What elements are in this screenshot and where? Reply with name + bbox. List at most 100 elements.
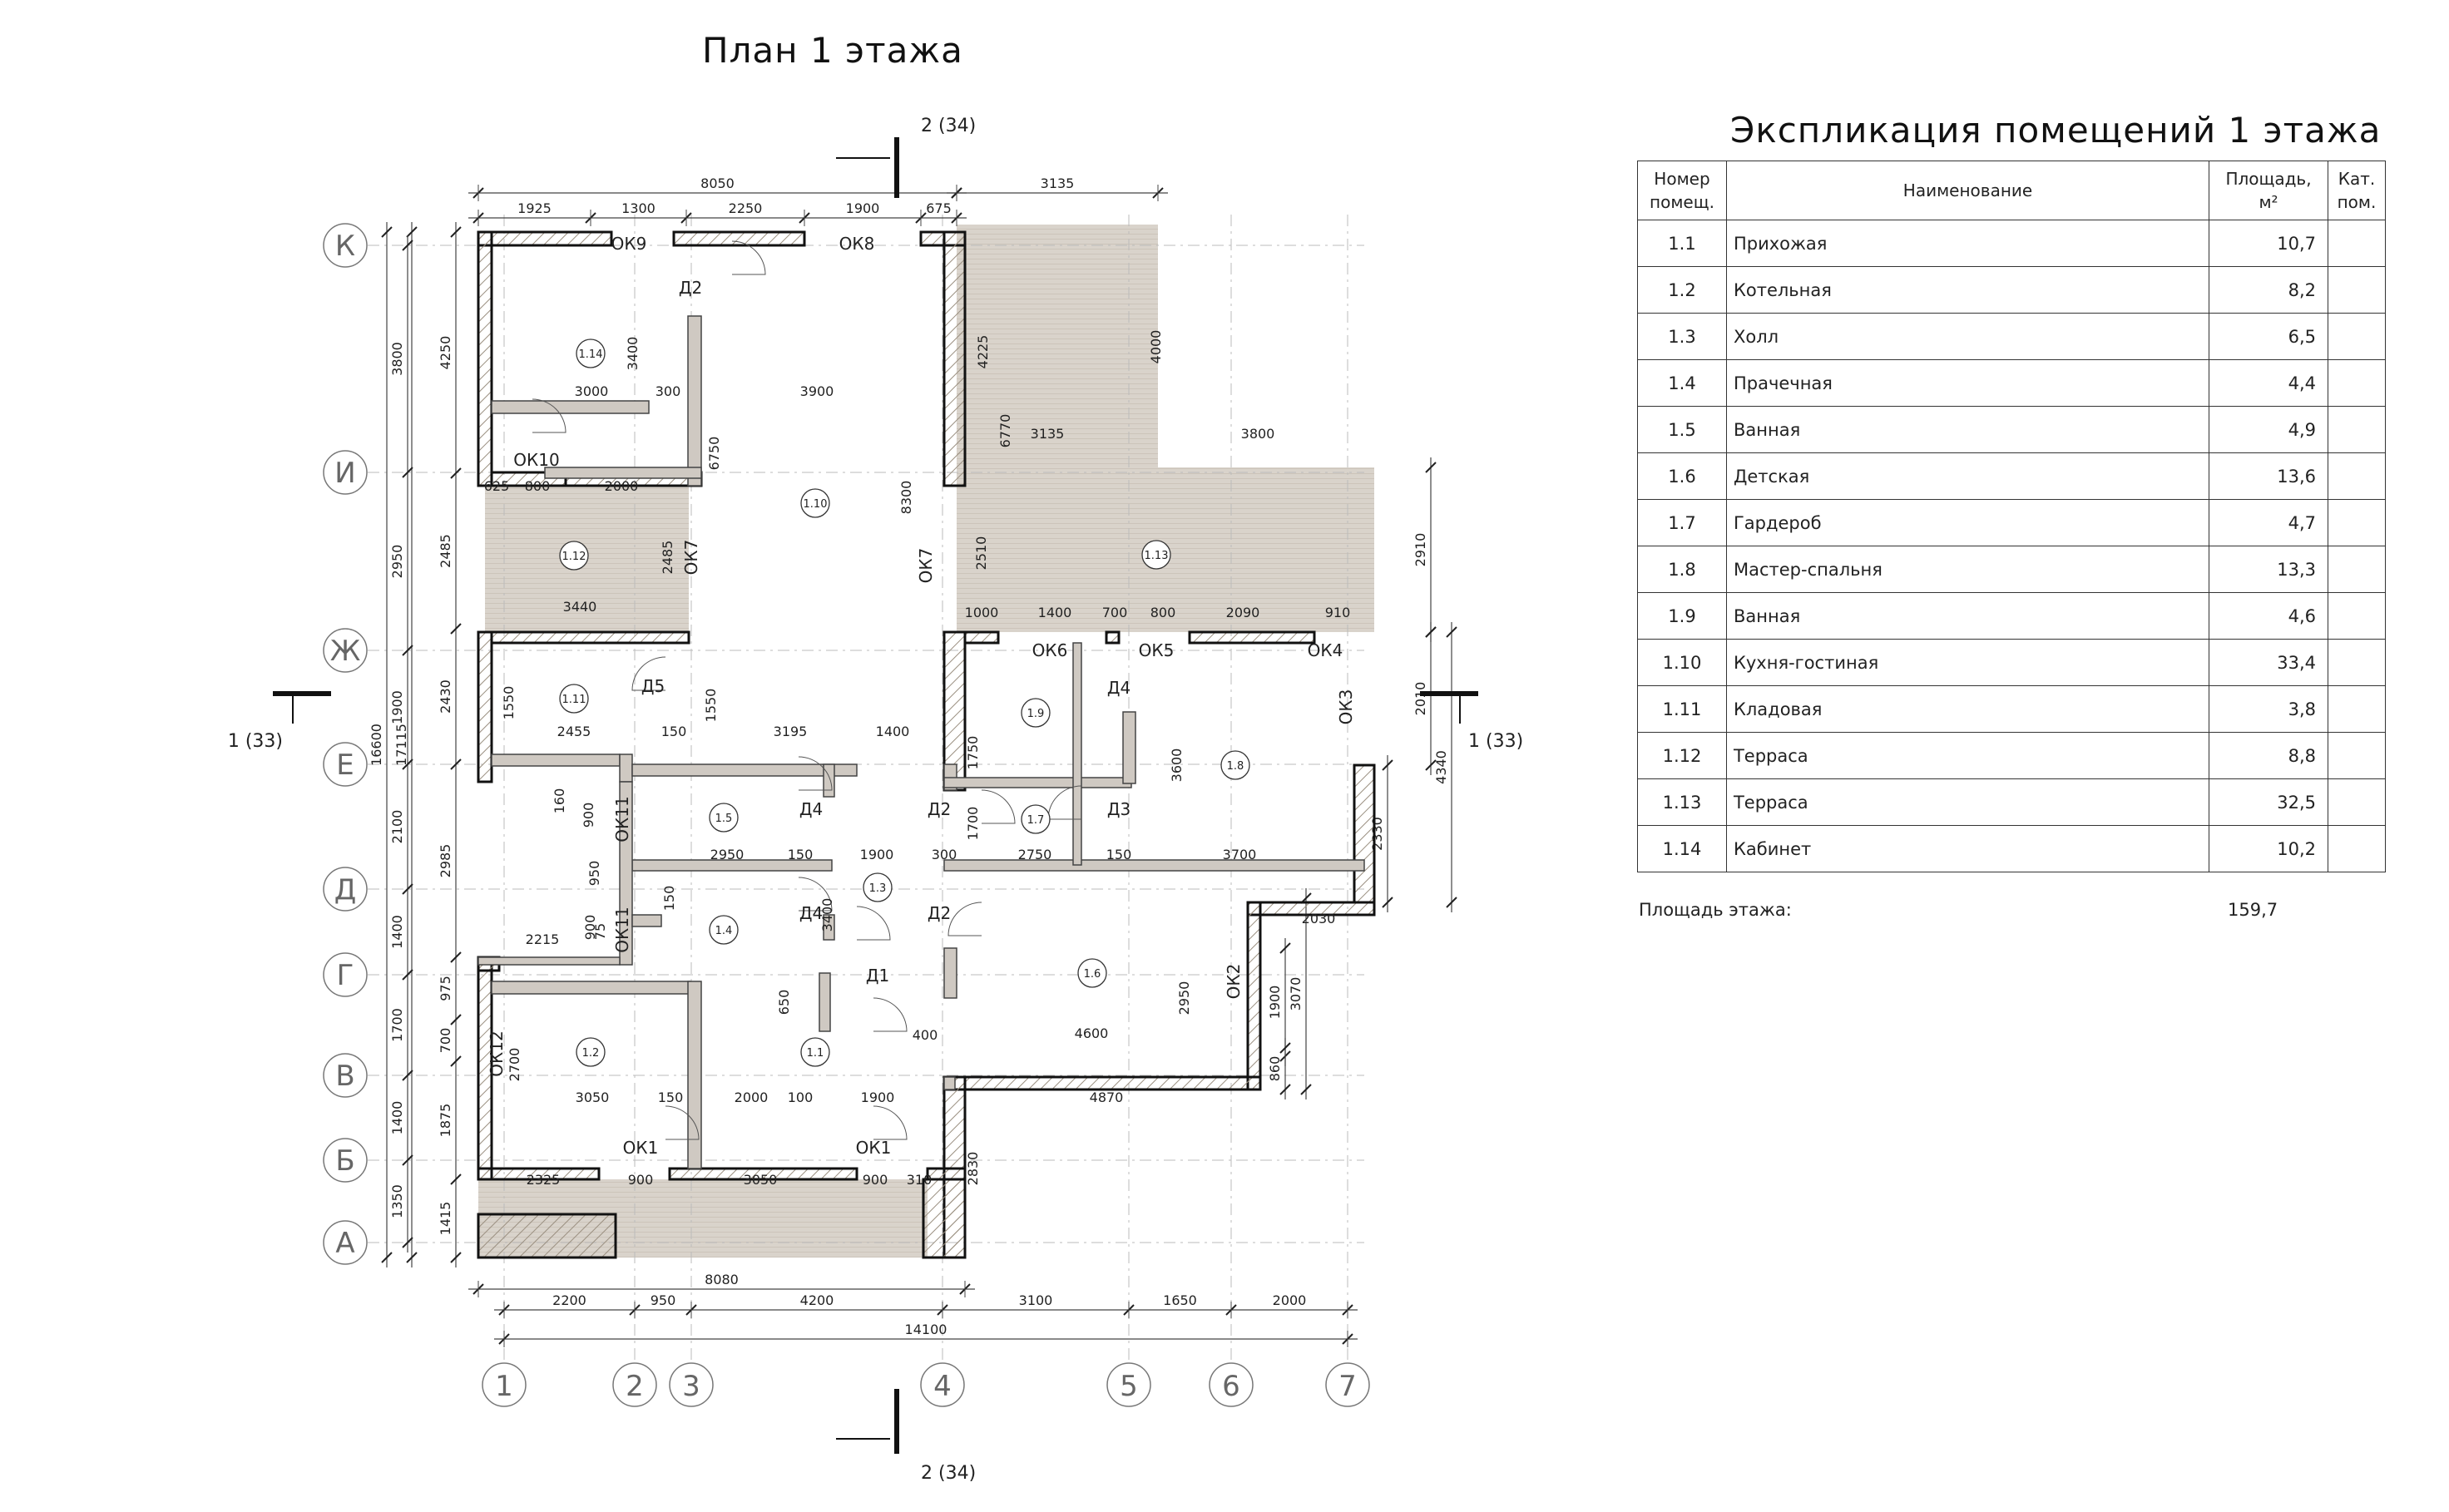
- room-number: 1.12: [562, 551, 586, 563]
- room-category-cell: [2327, 406, 2387, 453]
- dimension-value: 1350: [389, 1184, 405, 1218]
- dimension-tick: [402, 883, 413, 895]
- dimension-value: 3800: [389, 342, 405, 376]
- room-number-cell: 1.4: [1637, 359, 1727, 407]
- room-category-cell: [2327, 266, 2387, 314]
- opening-label: ОК11: [612, 907, 632, 952]
- dimension-tick: [402, 1070, 413, 1081]
- opening-label: ОК7: [916, 548, 936, 584]
- exterior-wall: [672, 230, 806, 247]
- room-number: 1.11: [562, 694, 586, 706]
- dimension-value: 1875: [438, 1104, 453, 1138]
- room-category-cell: [2327, 592, 2387, 640]
- exterior-wall: [1246, 901, 1262, 1091]
- exterior-wall: [963, 630, 1000, 645]
- dimension-tick: [1425, 759, 1437, 771]
- dimension-tick: [402, 758, 413, 770]
- dimension-value: 2750: [1018, 847, 1052, 862]
- axis-label: Е: [336, 749, 354, 782]
- room-name-cell: Прихожая: [1725, 220, 2210, 267]
- room-number: 1.14: [579, 348, 603, 361]
- room-marker: [576, 1037, 606, 1067]
- dimension-value: 2910: [1413, 533, 1428, 567]
- room-marker: [1021, 804, 1051, 834]
- dimension-value: 2455: [557, 724, 591, 739]
- room-name-cell: Терраса: [1725, 778, 2210, 826]
- axis-bubble: [323, 223, 368, 268]
- interior-wall: [819, 972, 831, 1032]
- dimension-value: 1700: [965, 807, 981, 841]
- room-marker: [1141, 540, 1171, 570]
- dimension-value: 1550: [501, 686, 517, 720]
- dimension-value: 300: [932, 847, 957, 862]
- axis-label: 7: [1338, 1370, 1357, 1403]
- opening-label: Д2: [928, 799, 951, 819]
- opening-label: Д1: [866, 966, 889, 986]
- room-name-cell: Котельная: [1725, 266, 2210, 314]
- room-name-cell: Ванная: [1725, 406, 2210, 453]
- opening-label: Д2: [928, 903, 951, 923]
- dimension-tick: [381, 1252, 393, 1263]
- room-marker: [800, 488, 830, 518]
- dimension-value: 1000: [965, 605, 999, 620]
- room-area-cell: 8,2: [2209, 266, 2328, 314]
- dimension-value: 300: [656, 383, 681, 399]
- dimension-value: 1750: [965, 736, 981, 770]
- dimension-tick: [1446, 897, 1457, 908]
- exterior-wall: [477, 1213, 617, 1259]
- interior-wall: [544, 467, 702, 479]
- dimension-value: 2010: [1413, 682, 1428, 716]
- interior-wall: [491, 754, 621, 767]
- axis-label: 3: [682, 1370, 700, 1403]
- dimension-tick: [1279, 1084, 1291, 1095]
- dimension-value: 900: [863, 1172, 888, 1188]
- room-name-cell: Ванная: [1725, 592, 2210, 640]
- dimension-value: 900: [581, 803, 596, 828]
- dimension-value: 2985: [438, 844, 453, 878]
- dimension-value: 1900: [1267, 986, 1283, 1020]
- room-marker: [863, 872, 893, 902]
- dimension-value: 1400: [1038, 605, 1072, 620]
- exterior-wall: [477, 630, 493, 783]
- dimension-tick: [381, 226, 393, 238]
- opening-label: ОК12: [487, 1030, 507, 1076]
- dimension-value: 4225: [975, 335, 991, 369]
- interior-wall: [943, 947, 957, 999]
- dimension-value: 3135: [1031, 426, 1065, 442]
- room-number-cell: 1.14: [1637, 825, 1727, 872]
- door-swing: [532, 398, 566, 433]
- axis-bubble: [612, 1362, 657, 1407]
- room-name-cell: Мастер-спальня: [1725, 546, 2210, 593]
- dimension-value: 2325: [527, 1172, 561, 1188]
- dimension-tick: [402, 645, 413, 656]
- interior-wall: [477, 956, 621, 966]
- dimension-tick: [406, 226, 418, 238]
- room-category-cell: [2327, 452, 2387, 500]
- room-number: 1.5: [715, 813, 733, 825]
- axis-bubble: [1209, 1362, 1254, 1407]
- opening-label: ОК6: [1032, 640, 1068, 660]
- room-number: 1.10: [804, 498, 828, 511]
- door-swing: [873, 997, 908, 1032]
- dimension-tick: [1382, 759, 1393, 771]
- room-marker: [1220, 750, 1250, 780]
- door-swing: [731, 240, 766, 275]
- room-name-cell: Кабинет: [1725, 825, 2210, 872]
- interior-wall: [943, 777, 1132, 788]
- room-marker: [1021, 698, 1051, 728]
- room-area-cell: 6,5: [2209, 313, 2328, 360]
- section-mark-label: 2 (34): [921, 1463, 976, 1484]
- axis-label: Б: [335, 1144, 354, 1178]
- opening-label: ОК1: [856, 1138, 892, 1158]
- dimension-value: 2000: [735, 1090, 769, 1105]
- room-number-cell: 1.2: [1637, 266, 1727, 314]
- dimension-value: 3000: [575, 383, 609, 399]
- dimension-value: 6770: [997, 414, 1013, 448]
